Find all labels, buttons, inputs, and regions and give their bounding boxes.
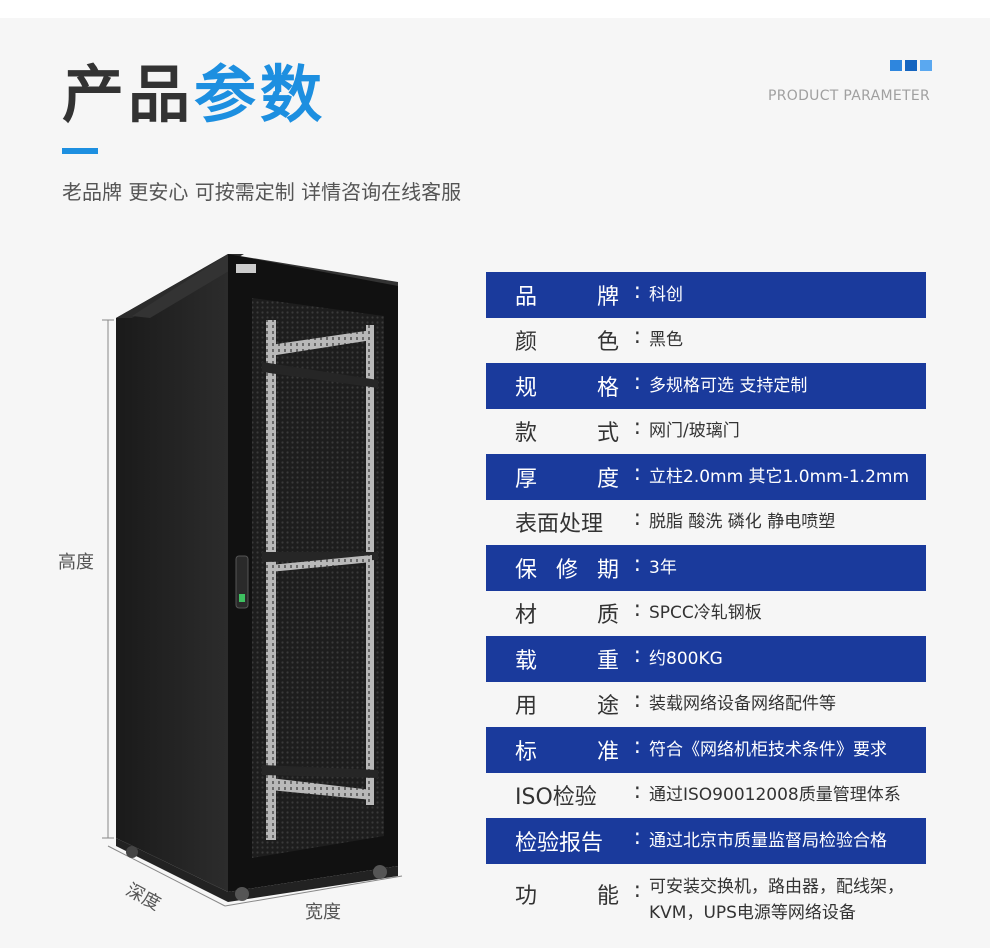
spec-row-style: 款式: 网门/玻璃门 xyxy=(486,409,926,455)
cabinet-illustration: 高度 深度 宽度 xyxy=(0,0,470,948)
spec-row-usage: 用途: 装载网络设备网络配件等 xyxy=(486,682,926,728)
spec-key: 保修期: xyxy=(515,551,641,583)
spec-key: 表面处理: xyxy=(515,506,641,538)
title-underline xyxy=(62,148,98,154)
spec-key: 检验报告: xyxy=(515,824,641,856)
spec-value-line: 可安装交换机，路由器，配线架， xyxy=(649,876,904,897)
spec-key: 功能: xyxy=(515,877,641,909)
spec-key: 材质: xyxy=(515,597,641,629)
spec-row-size: 规格: 多规格可选 支持定制 xyxy=(486,363,926,409)
spec-value: 脱脂 酸洗 磷化 静电喷塑 xyxy=(649,512,836,533)
spec-value: 多规格可选 支持定制 xyxy=(649,375,808,396)
height-label: 高度 xyxy=(58,552,94,573)
top-band xyxy=(0,0,990,18)
spec-row-standard: 标准: 符合《网络机柜技术条件》要求 xyxy=(486,727,926,773)
spec-value: 装载网络设备网络配件等 xyxy=(649,694,836,715)
spec-key: 款式: xyxy=(515,415,641,447)
spec-row-surface: 表面处理: 脱脂 酸洗 磷化 静电喷塑 xyxy=(486,500,926,546)
spec-row-warranty: 保修期: 3年 xyxy=(486,545,926,591)
spec-key: 规格: xyxy=(515,369,641,401)
spec-value: 网门/玻璃门 xyxy=(649,421,740,442)
spec-value: 约800KG xyxy=(649,648,723,669)
spec-row-iso: ISO检验: 通过ISO90012008质量管理体系 xyxy=(486,773,926,819)
spec-key: 用途: xyxy=(515,688,641,720)
spec-value: SPCC冷轧钢板 xyxy=(649,603,762,624)
title-dark-part: 产品 xyxy=(62,58,195,131)
spec-table: 品牌: 科创 颜色: 黑色 规格: 多规格可选 支持定制 款式: 网门/玻璃门 … xyxy=(486,272,926,923)
spec-value: 通过ISO90012008质量管理体系 xyxy=(649,785,901,806)
spec-value: 3年 xyxy=(649,557,677,578)
spec-row-function: 功能: 可安装交换机，路由器，配线架， KVM，UPS电源等网络设备 xyxy=(486,864,926,923)
spec-value: 符合《网络机柜技术条件》要求 xyxy=(649,739,887,760)
spec-key: ISO检验: xyxy=(515,779,641,811)
page-title: 产品参数 xyxy=(62,52,326,138)
spec-key: 载重: xyxy=(515,642,641,674)
spec-value: 黑色 xyxy=(649,330,683,351)
spec-row-thickness: 厚度: 立柱2.0mm 其它1.0mm-1.2mm xyxy=(486,454,926,500)
spec-key: 标准: xyxy=(515,733,641,765)
decorative-squares-icon xyxy=(890,60,932,71)
spec-value-line: KVM，UPS电源等网络设备 xyxy=(649,902,856,923)
title-blue-part: 参数 xyxy=(194,58,327,131)
spec-key: 品牌: xyxy=(515,278,641,310)
english-section-label: PRODUCT PARAMETER xyxy=(767,88,930,104)
spec-value: 通过北京市质量监督局检验合格 xyxy=(649,830,887,851)
spec-row-color: 颜色: 黑色 xyxy=(486,318,926,364)
spec-key: 颜色: xyxy=(515,324,641,356)
spec-value: 科创 xyxy=(649,284,683,305)
spec-key: 厚度: xyxy=(515,460,641,492)
spec-value: 立柱2.0mm 其它1.0mm-1.2mm xyxy=(649,466,910,487)
width-label: 宽度 xyxy=(305,902,341,923)
spec-value: 可安装交换机，路由器，配线架， KVM，UPS电源等网络设备 xyxy=(641,874,904,926)
server-cabinet-image xyxy=(102,254,403,907)
spec-row-material: 材质: SPCC冷轧钢板 xyxy=(486,591,926,637)
spec-row-brand: 品牌: 科创 xyxy=(486,272,926,318)
spec-row-load: 载重: 约800KG xyxy=(486,636,926,682)
spec-row-report: 检验报告: 通过北京市质量监督局检验合格 xyxy=(486,818,926,864)
page-subtitle: 老品牌 更安心 可按需定制 详情咨询在线客服 xyxy=(62,180,462,204)
